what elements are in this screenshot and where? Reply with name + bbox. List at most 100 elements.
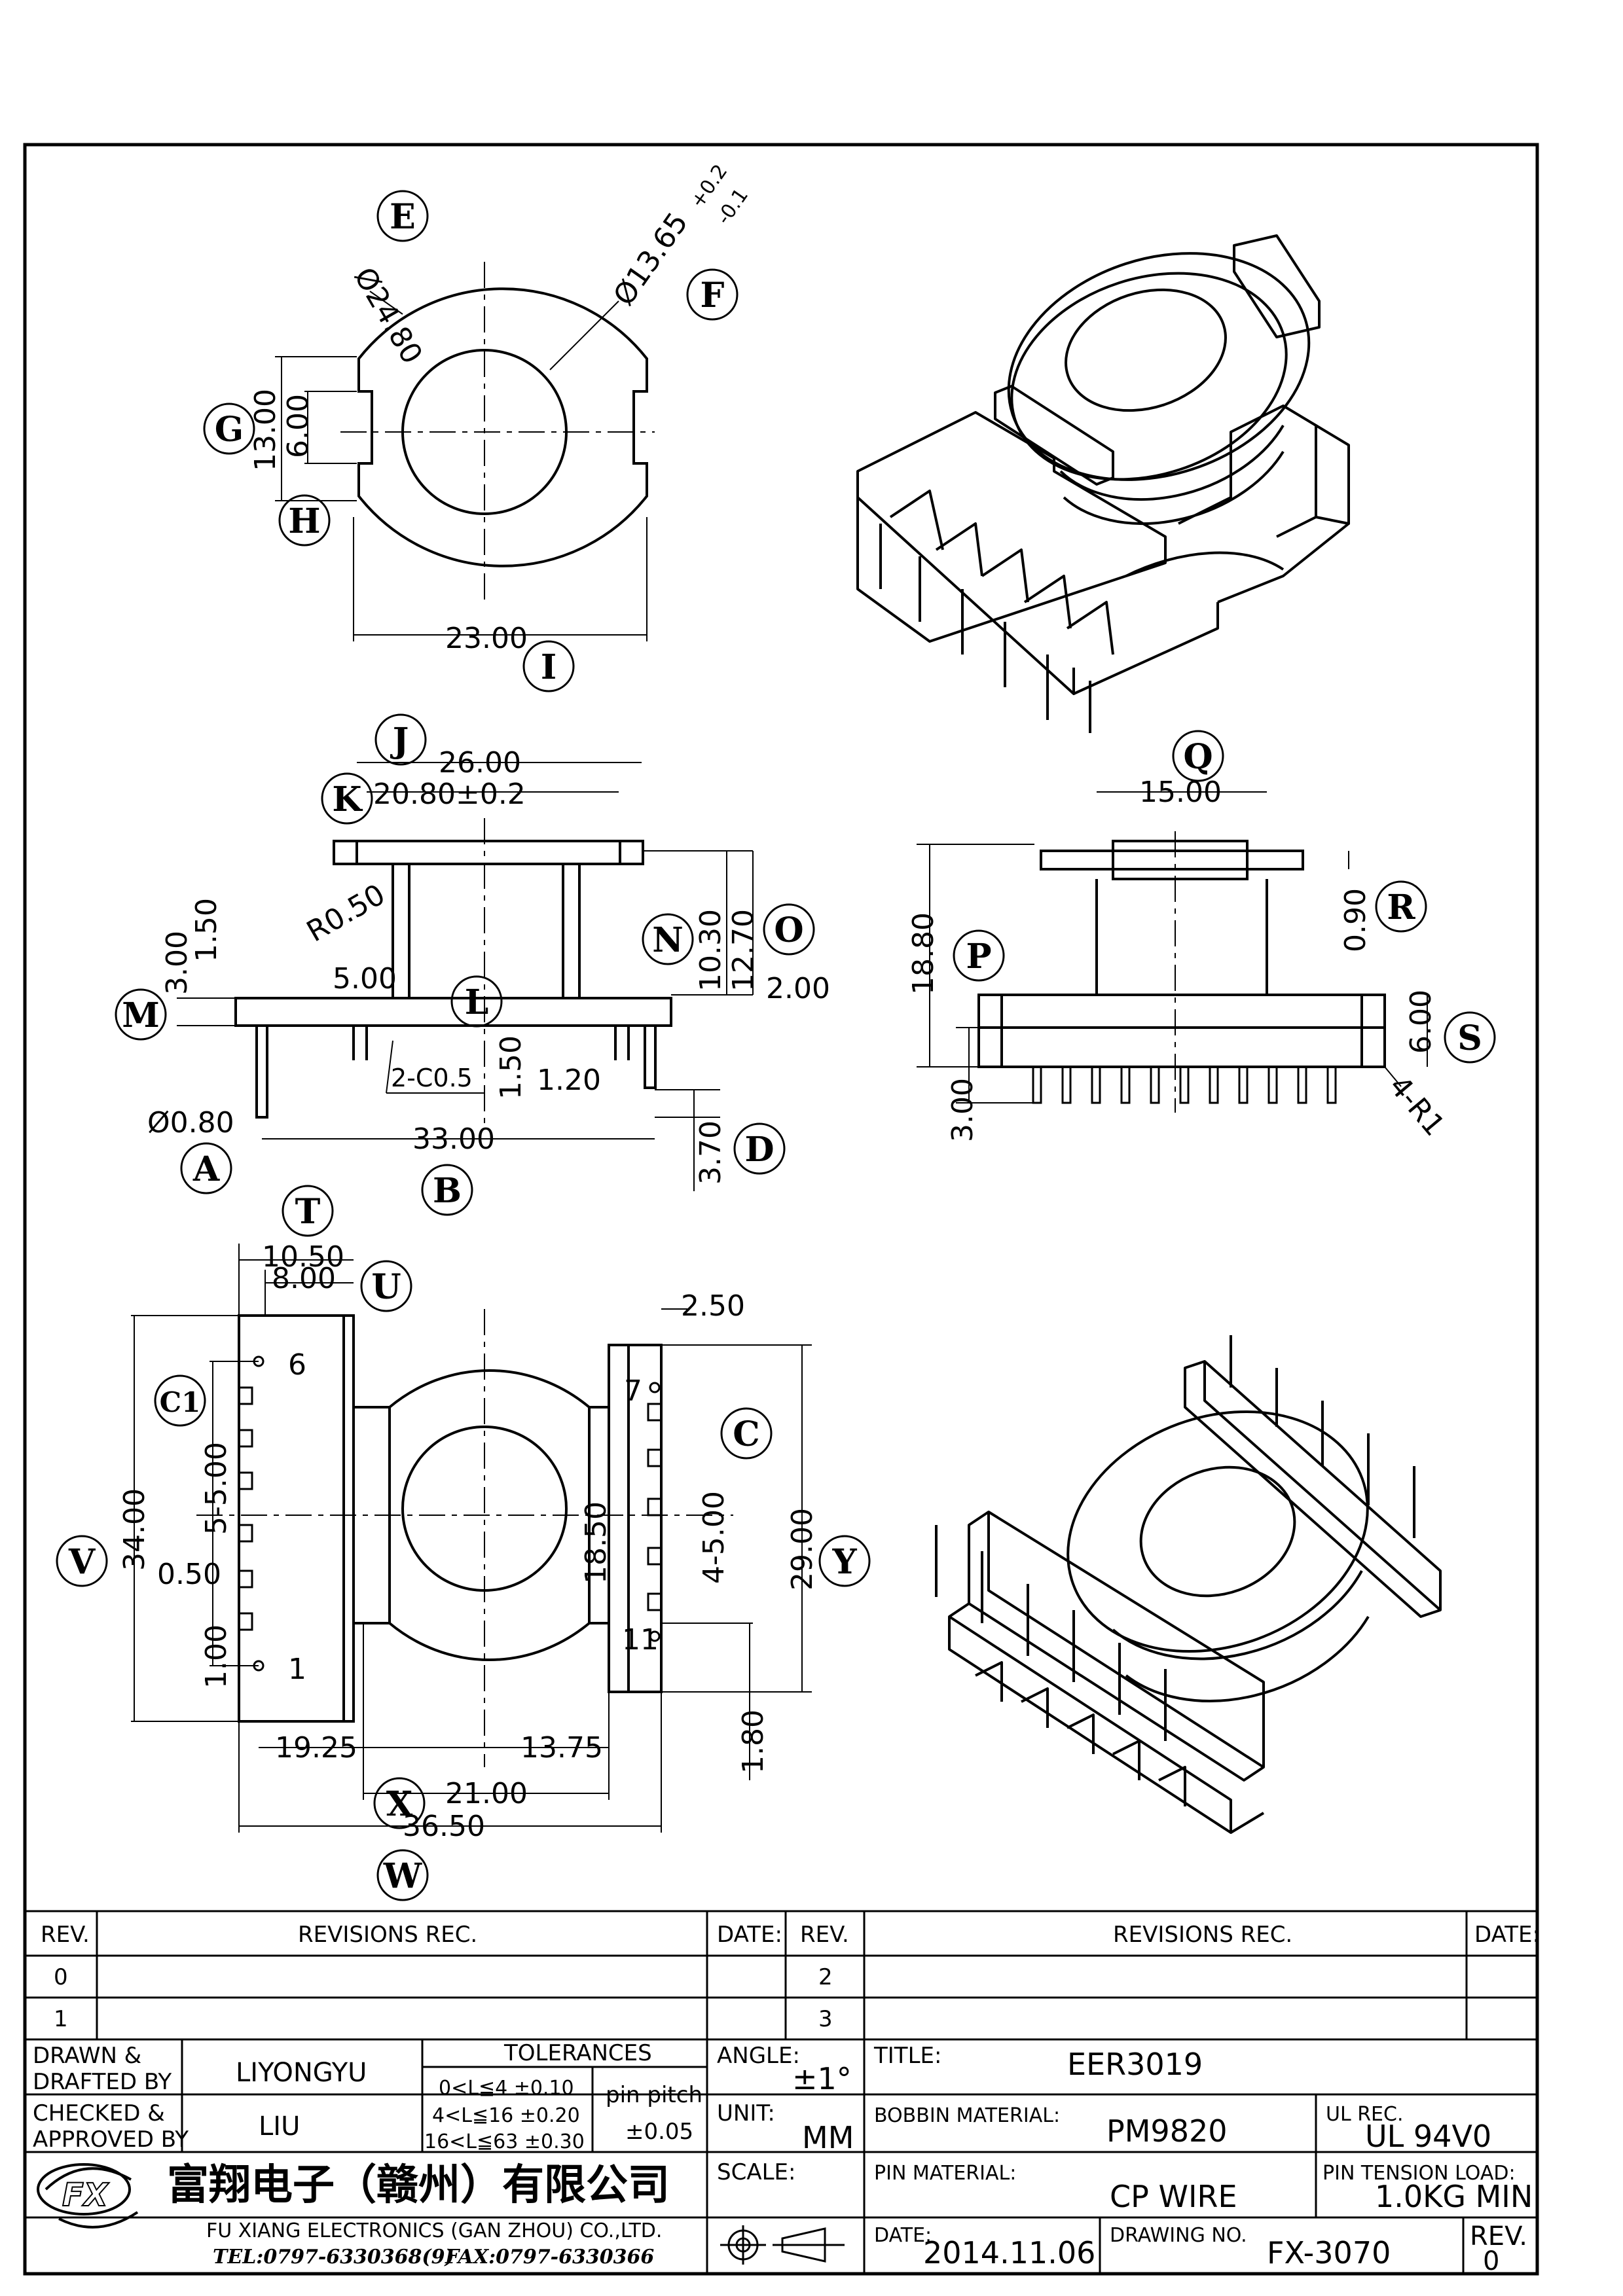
svg-text:FX: FX [62,2177,109,2214]
date-label: DATE: [874,2224,932,2247]
label-b: B [433,1171,462,1211]
company-logo: FX [37,2163,139,2229]
dim-slot-depth: 0.50 [157,1558,221,1591]
dim-flange-thk: 2.00 [766,972,830,1005]
dim-side-height: 18.80 [907,912,940,995]
pin-number-11: 11 [622,1623,659,1657]
angle-value: ±1° [792,2061,852,2096]
top-view [275,262,655,641]
dim-pin-diameter: Ø0.80 [147,1106,234,1139]
front-view [234,818,672,1126]
dim-slot-width: 1.00 [200,1624,233,1689]
sheet-border [23,143,1539,2276]
label-p: P [966,937,991,977]
approved-label: APPROVED BY [33,2126,189,2153]
dim-inner-length: 20.80±0.2 [373,778,526,811]
pin-number-7: 7 [624,1374,642,1408]
dim-standoff-height: 3.00 [946,1078,979,1142]
dim-core-width: 18.50 [579,1501,613,1584]
label-u: U [371,1267,401,1307]
unit-value: MM [802,2120,854,2155]
ul-rec-label: UL REC. [1326,2103,1404,2126]
label-e: E [390,197,416,237]
pin-number-6: 6 [288,1348,306,1382]
drawn-value: LIYONGYU [236,2058,367,2088]
dim-chamfer: 2-C0.5 [391,1064,473,1092]
tolerances-title: TOLERANCES [503,2040,652,2066]
dim-core-span: 21.00 [445,1777,528,1810]
dim-base-depth: 6.00 [1404,990,1438,1054]
company-fax: FAX:0797-6330366 [445,2246,654,2269]
checked-value: LIU [259,2111,300,2142]
dim-pin-offset: 5.00 [333,962,397,996]
title-label: TITLE: [873,2043,941,2069]
tolerance-row-1: 0<L≦4 ±0.10 [439,2077,574,2100]
dim-total-span: 36.50 [403,1810,485,1843]
revisions-header-right: REVISIONS REC. [1113,1922,1292,1948]
label-g: G [215,410,244,450]
label-h: H [288,501,320,541]
dim-base-step: 1.50 [190,898,223,962]
label-x: X [386,1784,413,1824]
dim-flange-length: 26.00 [439,746,521,780]
revisions-header-left: REVISIONS REC. [298,1922,477,1948]
rev-header-right: REV. [800,1922,849,1948]
dim-slot-width: 6.00 [282,394,315,458]
label-s: S [1457,1018,1482,1058]
label-n: N [652,920,684,960]
dim-right-pin-offset: 1.80 [737,1710,770,1774]
angle-label: ANGLE: [717,2043,800,2069]
isometric-view-top [856,234,1350,733]
dim-right-rail: 2.50 [681,1289,745,1323]
title-value: EER3019 [1067,2047,1203,2082]
label-d: D [744,1130,774,1170]
label-c: C [733,1414,759,1454]
label-k: K [332,780,363,819]
pin-tension-value: 1.0KG MIN [1375,2179,1533,2214]
dim-left-height: 34.00 [118,1488,151,1571]
label-f: F [701,276,725,315]
dim-pin-row-offset-2: 8.00 [272,1262,336,1295]
label-o: O [774,910,803,950]
drawn-label: DRAWN & [33,2043,141,2069]
date-header-right: DATE: [1474,1922,1540,1948]
pin-material-value: CP WIRE [1110,2179,1237,2214]
dim-top-width: 23.00 [445,622,528,655]
dim-winding-height: 10.30 [694,909,727,992]
label-a: A [192,1149,220,1189]
rev-row-3: 3 [818,2006,833,2032]
ul-rec-value: UL 94V0 [1365,2119,1491,2154]
company-tel: TEL:0797-6330368(9) [213,2246,454,2269]
callouts-front [115,713,815,1216]
dim-base-height: 3.00 [160,931,194,995]
drawing-no-value: FX-3070 [1267,2235,1391,2270]
dim-overall-height: 12.70 [727,909,760,992]
label-l: L [465,982,489,1022]
callouts-top [203,190,739,692]
dim-side-width: 15.00 [1139,776,1222,809]
label-r: R [1387,888,1415,927]
dim-left-to-center: 19.25 [275,1731,357,1765]
tolerance-row-3: 16<L≦63 ±0.30 [424,2130,585,2153]
rev-row-1: 1 [54,2006,68,2032]
company-name-english: FU XIANG ELECTRONICS (GAN ZHOU) CO.,LTD. [206,2219,662,2242]
dim-left-pitch: 5-5.00 [200,1442,233,1535]
rev-label: REV. [1470,2221,1527,2251]
unit-label: UNIT: [717,2100,775,2126]
label-j: J [390,721,409,761]
side-view [977,831,1386,1113]
dim-right-pitch: 4-5.00 [697,1491,731,1584]
pin-tension-label: PIN TENSION LOAD: [1322,2162,1516,2185]
label-c1: C1 [160,1386,201,1418]
dim-right-height: 29.00 [786,1508,819,1590]
dim-standoff-width: 1.20 [537,1064,601,1097]
pin-material-label: PIN MATERIAL: [874,2162,1016,2185]
checked-label: CHECKED & [33,2100,165,2126]
drawing-no-label: DRAWING NO. [1110,2224,1247,2247]
label-v: V [68,1542,96,1582]
dim-flange-thickness: 0.90 [1339,888,1372,952]
dim-pin-length: 3.70 [694,1121,727,1185]
date-value: 2014.11.06 [923,2235,1095,2270]
tolerance-row-2: 4<L≦16 ±0.20 [432,2104,580,2127]
